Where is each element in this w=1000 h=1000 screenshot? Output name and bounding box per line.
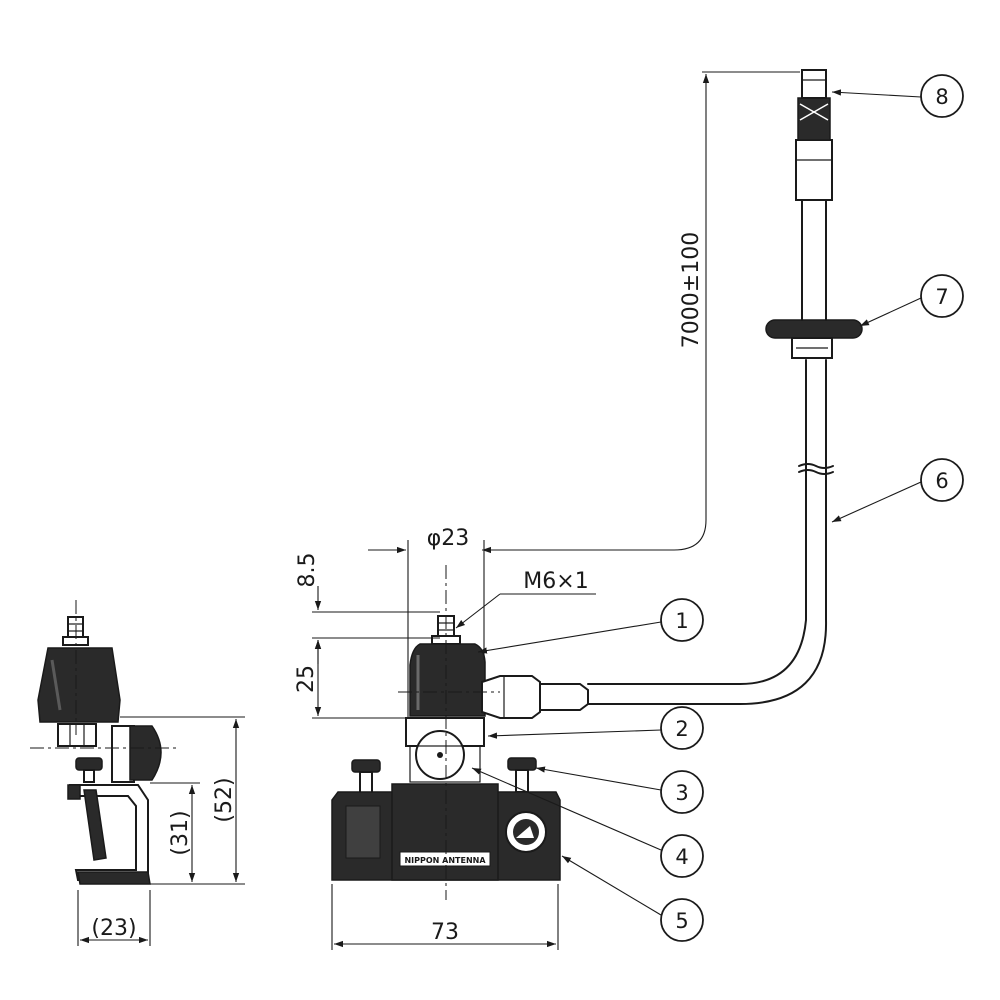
cable-length-label: 7000±100 <box>679 232 704 348</box>
part-number-6: 6 <box>935 469 948 493</box>
thread-label: M6×1 <box>523 569 588 594</box>
part-number-3: 3 <box>675 781 688 805</box>
part-balloon-7: 7 <box>920 274 964 318</box>
part-balloon-1: 1 <box>660 598 704 642</box>
part-balloon-6: 6 <box>920 458 964 502</box>
brand-label: NIPPON ANTENNA <box>404 856 486 865</box>
part-number-8: 8 <box>935 85 948 109</box>
clamp-height-label: (31) <box>168 810 193 855</box>
body-height-label: 25 <box>294 665 319 693</box>
part-balloon-4: 4 <box>660 834 704 878</box>
part-number-7: 7 <box>935 285 948 309</box>
front-view: NIPPON ANTENNA <box>331 565 589 900</box>
part-number-2: 2 <box>675 717 688 741</box>
stud-height-label: 8.5 <box>295 553 320 588</box>
part-number-5: 5 <box>675 909 688 933</box>
part-balloon-2: 2 <box>660 706 704 750</box>
main-dimensions: 7000±100 φ23 M6×1 8.5 25 73 <box>294 71 800 950</box>
cable <box>587 69 863 705</box>
side-view <box>30 600 176 885</box>
part-number-1: 1 <box>675 609 688 633</box>
base-width-label: 73 <box>431 920 459 945</box>
part-balloon-3: 3 <box>660 770 704 814</box>
part-leaders <box>471 89 922 916</box>
part-balloon-5: 5 <box>660 898 704 942</box>
overall-height-label: (52) <box>212 777 237 822</box>
diameter-label: φ23 <box>427 526 470 551</box>
part-number-4: 4 <box>675 845 688 869</box>
part-balloon-8: 8 <box>920 74 964 118</box>
side-view-dimensions: (52) (31) (23) <box>77 716 245 946</box>
side-depth-label: (23) <box>91 916 136 941</box>
